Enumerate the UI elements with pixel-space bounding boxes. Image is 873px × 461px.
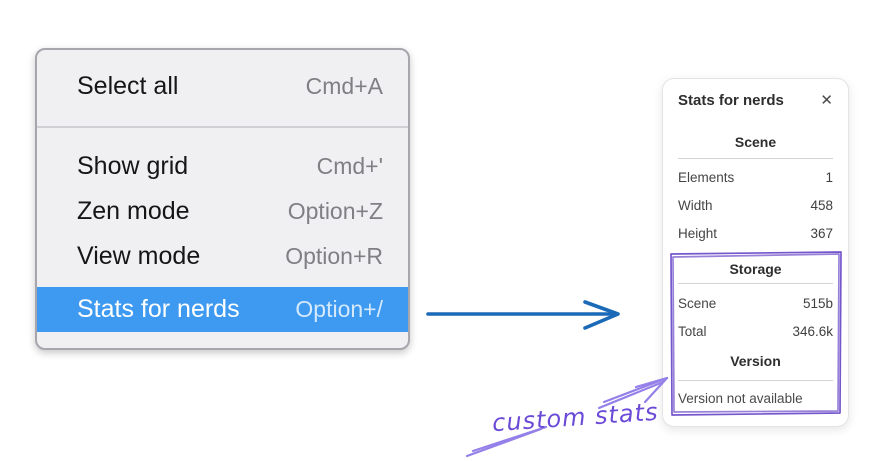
menu-item-stats-for-nerds[interactable]: Stats for nerds Option+/ — [37, 287, 408, 332]
stat-label: Width — [678, 198, 713, 213]
section-heading-scene: Scene — [734, 134, 777, 150]
menu-item-label: View mode — [77, 242, 201, 270]
menu-item-shortcut: Option+Z — [287, 198, 383, 224]
menu-item-view-mode[interactable]: View mode Option+R — [37, 234, 408, 279]
menu-item-shortcut: Option+/ — [295, 296, 383, 322]
stat-row-width: Width 458 — [678, 192, 833, 220]
section-heading-storage: Storage — [729, 261, 782, 277]
menu-item-label: Show grid — [77, 152, 189, 180]
annotation-label: custom stats — [491, 397, 660, 438]
stat-label: Height — [678, 226, 718, 241]
section-divider — [678, 380, 833, 381]
stat-value: 1 — [825, 170, 833, 185]
stat-label: Total — [678, 324, 707, 339]
stat-value: 515b — [802, 296, 833, 311]
menu-item-show-grid[interactable]: Show grid Cmd+' — [37, 144, 408, 189]
version-message: Version not available — [678, 391, 803, 406]
stat-row-height: Height 367 — [678, 220, 833, 248]
menu-item-select-all[interactable]: Select all Cmd+A — [37, 64, 408, 109]
stat-row-elements: Elements 1 — [678, 164, 833, 192]
stat-label: Elements — [678, 170, 735, 185]
stat-value: 367 — [810, 226, 833, 241]
stat-label: Scene — [678, 296, 717, 311]
panel-title: Stats for nerds — [678, 91, 784, 109]
stat-row-total-size: Total 346.6k — [678, 318, 833, 346]
section-divider — [678, 283, 833, 284]
menu-item-label: Zen mode — [77, 197, 190, 225]
menu-item-zen-mode[interactable]: Zen mode Option+Z — [37, 189, 408, 234]
menu-item-label: Select all — [77, 72, 179, 100]
stats-panel-header: Stats for nerds ✕ — [678, 89, 833, 111]
section-heading-version: Version — [730, 353, 781, 369]
menu-item-shortcut: Cmd+A — [305, 73, 383, 99]
stat-value: 346.6k — [792, 324, 833, 339]
close-icon[interactable]: ✕ — [820, 91, 833, 109]
context-menu: Select all Cmd+A Show grid Cmd+' Zen mod… — [35, 48, 410, 350]
menu-item-shortcut: Option+R — [285, 243, 383, 269]
menu-item-shortcut: Cmd+' — [316, 153, 383, 179]
stats-panel: Stats for nerds ✕ Scene Elements 1 Width… — [662, 78, 849, 427]
stat-value: 458 — [810, 198, 833, 213]
stat-row-scene-size: Scene 515b — [678, 290, 833, 318]
flow-arrow-icon — [426, 300, 620, 330]
menu-item-label: Stats for nerds — [77, 295, 240, 323]
menu-divider — [37, 126, 408, 128]
section-divider — [678, 158, 833, 159]
